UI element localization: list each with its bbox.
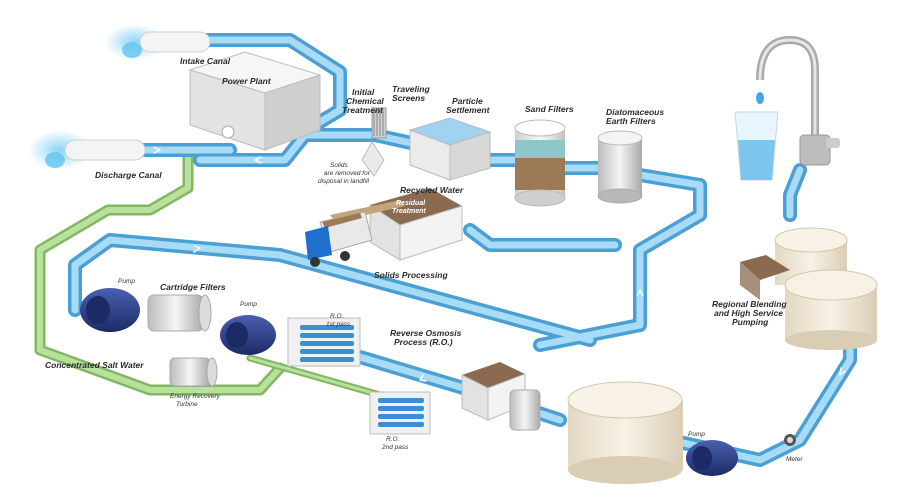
label-pump-3: Pump	[688, 431, 705, 438]
label-intake-canal: Intake Canal	[180, 56, 231, 66]
label-discharge-canal: Discharge Canal	[95, 170, 162, 180]
blending-tank-1	[774, 227, 848, 285]
faucet-icon	[756, 35, 840, 166]
pipe-network	[34, 33, 857, 467]
energy-recovery-turbine	[169, 357, 218, 387]
cartridge-filter	[147, 294, 212, 332]
pumping-shed	[740, 255, 790, 300]
intake-canal-spray-icon	[122, 42, 142, 58]
pump-3	[686, 440, 738, 476]
water-glass-icon	[734, 111, 779, 181]
pump-2	[220, 315, 276, 355]
truck-cab	[305, 226, 332, 260]
particle-settlement-tank	[408, 117, 492, 181]
discharge-canal	[28, 130, 146, 170]
label-pump-2: Pump	[240, 301, 257, 308]
ro-unit-2nd-pass	[369, 391, 431, 435]
label-cartridge-filters: Cartridge Filters	[160, 282, 226, 292]
chemical-building	[461, 362, 541, 431]
traveling-screens	[361, 107, 387, 177]
label-diatomaceous-earth-filters: Diatomaceous Earth Filters	[606, 107, 666, 126]
label-meter: Meter	[786, 456, 803, 463]
clearwell-tank	[567, 381, 683, 484]
intake-canal	[105, 24, 211, 60]
power-plant	[188, 51, 322, 151]
sand-filter	[514, 119, 566, 207]
blending-tank-2	[784, 269, 878, 350]
label-ro-2nd-pass: R.O. 2nd pass	[381, 436, 409, 451]
diatomaceous-earth-filter	[597, 130, 643, 204]
label-sand-filters: Sand Filters	[525, 104, 574, 114]
ro-unit-1st-pass	[287, 317, 361, 367]
label-recycled-water: Recycled Water	[400, 185, 464, 195]
label-initial-chemical-treatment: Initial Chemical Treatment	[342, 87, 386, 115]
label-regional-blending: Regional Blending and High Service Pumpi…	[712, 299, 789, 327]
dump-truck	[305, 211, 373, 267]
label-concentrated-salt-water: Concentrated Salt Water	[45, 360, 144, 370]
label-ro-1st-pass: R.O. 1st pass	[326, 313, 351, 328]
discharge-canal-spray-icon	[45, 152, 65, 168]
label-energy-recovery-turbine: Energy Recovery Turbine	[170, 393, 222, 408]
pump-1	[80, 288, 140, 332]
label-residual-treatment: Residual Treatment	[392, 200, 427, 215]
label-traveling-screens: Traveling Screens	[392, 84, 432, 103]
residual-treatment-building	[369, 188, 463, 261]
label-reverse-osmosis: Reverse Osmosis Process (R.O.)	[390, 328, 464, 347]
label-pump-1: Pump	[118, 278, 135, 285]
label-particle-settlement: Particle Settlement	[446, 96, 491, 115]
label-solids-processing: Solids Processing	[374, 270, 448, 280]
label-solids-landfill: Solids are removed for disposal in landf…	[318, 162, 372, 185]
label-power-plant: Power Plant	[222, 76, 272, 86]
meter-icon	[784, 434, 796, 446]
